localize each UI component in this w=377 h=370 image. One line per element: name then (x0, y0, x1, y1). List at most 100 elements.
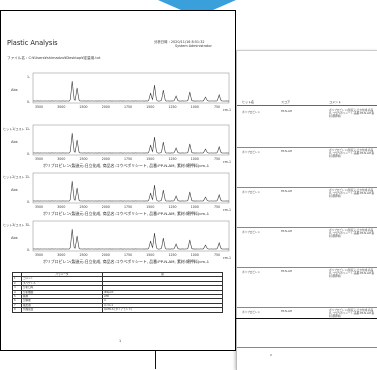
y-axis-label: Abs (11, 88, 18, 92)
back-table-row: ポリプロピレン PP-N-AM ポリプロピレン(製造元:日立化成,商品名:コウベボリ… (237, 187, 377, 228)
y-tick-label: 1- (27, 223, 30, 227)
report-title: Plastic Analysis (7, 39, 58, 47)
spectrum-trace (32, 133, 230, 154)
x-tick-label: 1000 (191, 205, 199, 209)
x-axis-unit: cm-1 (223, 208, 231, 211)
hit-caption: ポリプロピレン(製造元:日立化成, 商品名:コウベボリシート, 品番:PP-N-… (43, 163, 210, 168)
x-tick-label: 3000 (57, 253, 65, 257)
spectrum-panel: 1- 0- Abs 3500 3000 2500 2000 1750 1500 1250 1000 7… (1, 169, 237, 221)
back-table-header: ヒット名 スコア コメント (237, 99, 377, 106)
back-cell-c2: PP-N-AM (281, 310, 292, 313)
x-tick-label: 3500 (35, 253, 43, 257)
x-tick-label: 1750 (124, 157, 132, 161)
back-header-score: スコア (281, 100, 291, 104)
hit-label: ヒット2/コスト 2 (3, 175, 28, 179)
x-tick-label: 750 (214, 205, 220, 209)
y-axis-label: Abs (11, 140, 18, 144)
spectrum-plot: 1- 0- Abs 3500 3000 2500 2000 1750 1500 1250 1000 7… (11, 172, 231, 211)
back-page-bottom-rule (155, 318, 377, 319)
x-tick-label: 750 (214, 105, 220, 109)
x-axis-unit: cm-1 (223, 256, 231, 259)
x-tick-label: 1750 (124, 105, 132, 109)
y-tick-label: 1- (27, 175, 30, 179)
param-index: 8 (12, 307, 22, 313)
x-tick-label: 2000 (102, 157, 110, 161)
x-tick-label: 2000 (102, 205, 110, 209)
report-user: System Administrator (175, 44, 212, 48)
x-tick-label: 3500 (35, 105, 43, 109)
x-axis-unit: cm-1 (223, 108, 231, 111)
y-axis-label: Abs (11, 188, 18, 192)
back-cell-c2: PP-N-AM (281, 230, 292, 233)
back-cell-c3: ポリプロピレン(製造元:日立化成,商品名:コウベボリシート,品番:PP-N-AM… (329, 149, 375, 159)
back-cell-c3: ポリプロピレン(製造元:日立化成,商品名:コウベボリシート,品番:PP-N-AM… (329, 229, 375, 239)
x-tick-label: 1250 (168, 205, 176, 209)
x-tick-label: 2500 (79, 205, 87, 209)
back-header-comment: コメント (329, 100, 342, 104)
y-tick-label: 0- (27, 200, 30, 204)
param-value: QATR-S (ダイアモンド) (102, 307, 223, 313)
y-tick-label: 1- (27, 127, 30, 131)
x-tick-label: 2000 (102, 105, 110, 109)
report-page-2: ヒット名 スコア コメント ポリプロピレン PP-N-AM ポリプロピレン(製造元:… (236, 50, 377, 370)
arrow-down-icon (158, 0, 236, 17)
y-tick-label: 1- (27, 75, 30, 79)
back-cell-c1: ポリプロピレン (242, 191, 261, 194)
x-tick-label: 2000 (102, 253, 110, 257)
hit-caption: ポリプロピレン(製造元:日立化成, 商品名:コウベボリシート, 品番:PP-N-… (43, 259, 210, 264)
plot-frame (32, 72, 230, 104)
x-tick-label: 3000 (57, 105, 65, 109)
x-tick-label: 1750 (124, 205, 132, 209)
report-page-1: Plastic Analysis 分析日時 : 2020/11/16 8:51:… (0, 10, 236, 351)
back-cell-c3: ポリプロピレン(製造元:日立化成,商品名:コウベボリシート,品番:PP-N-AM… (329, 189, 375, 199)
x-tick-label: 3000 (57, 205, 65, 209)
x-tick-label: 2500 (79, 157, 87, 161)
x-tick-label: 1000 (191, 157, 199, 161)
x-tick-label: 2500 (79, 253, 87, 257)
x-tick-label: 1250 (168, 157, 176, 161)
x-tick-label: 2500 (79, 105, 87, 109)
param-name: 付属装置 (21, 307, 103, 313)
x-tick-label: 3500 (35, 205, 43, 209)
back-cell-c1: ポリプロピレン (242, 111, 261, 114)
back-cell-c1: ポリプロピレン (242, 311, 261, 314)
analysis-date: 分析日時 : 2020/11/16 8:51:32 (154, 40, 205, 44)
back-cell-c3: ポリプロピレン(製造元:日立化成,商品名:コウベボリシート,品番:PP-N-AM… (329, 309, 375, 319)
back-page-number: 2 (270, 353, 272, 357)
back-cell-c1: ポリプロピレン (242, 231, 261, 234)
back-table-row: ポリプロピレン PP-N-AM ポリプロピレン(製造元:日立化成,商品名:コウベボリ… (237, 107, 377, 148)
x-tick-label: 1000 (191, 253, 199, 257)
back-cell-c2: PP-N-AM (281, 110, 292, 113)
back-cell-c1: ポリプロピレン (242, 151, 261, 154)
plot-frame (32, 124, 230, 156)
spectrum-trace (32, 181, 230, 202)
hit-caption: ポリプロピレン(製造元:日立化成, 商品名:コウベボリシート, 品番:PP-N-… (43, 211, 210, 216)
y-tick-label: 0- (27, 248, 30, 252)
hit-label: ヒット3/コスト 3 (3, 223, 28, 227)
plot-frame (32, 220, 230, 252)
back-cell-c1: ポリプロピレン (242, 271, 261, 274)
plot-frame (32, 172, 230, 204)
x-tick-label: 1500 (146, 205, 154, 209)
back-cell-c3: ポリプロピレン(製造元:日立化成,商品名:コウベボリシート,品番:PP-N-AM… (329, 109, 375, 119)
y-axis-label: Abs (11, 236, 18, 240)
back-cell-c2: PP-N-AM (281, 190, 292, 193)
spectrum-trace (32, 81, 230, 102)
back-header-name: ヒット名 (242, 100, 255, 104)
hit-label: ヒット1/コスト 1 (3, 127, 28, 131)
back-table-row: ポリプロピレン PP-N-AM ポリプロピレン(製造元:日立化成,商品名:コウベボリ… (237, 307, 377, 348)
x-axis-unit: cm-1 (223, 160, 231, 163)
y-tick-label: 0- (27, 152, 30, 156)
x-tick-label: 1500 (146, 105, 154, 109)
x-tick-label: 1500 (146, 253, 154, 257)
x-tick-label: 750 (214, 253, 220, 257)
